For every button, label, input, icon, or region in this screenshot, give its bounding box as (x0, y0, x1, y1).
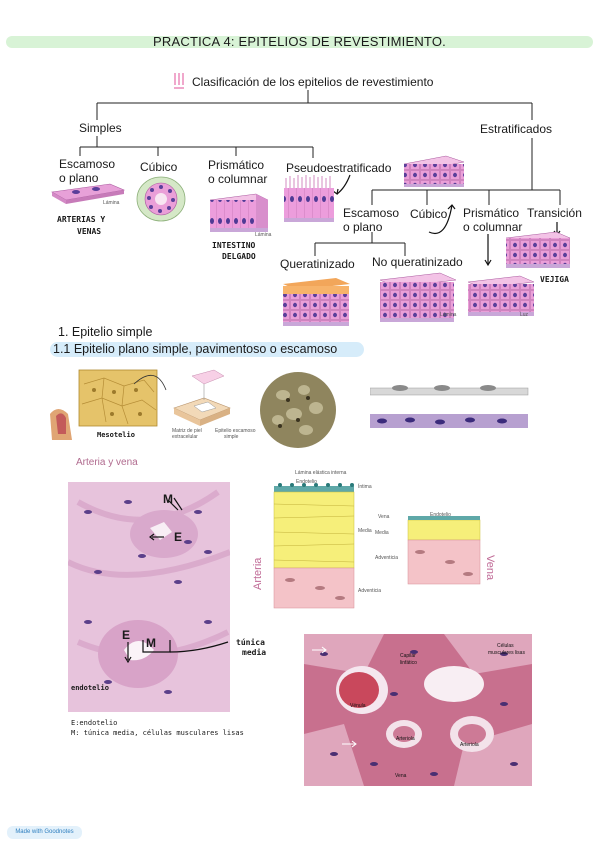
tree-prismatico-simple-l1: Prismático (208, 158, 265, 172)
diagram-vena-vertical: Vena (484, 555, 496, 581)
meso-label-2: extracelular (172, 434, 198, 440)
squamous-simple-drawing (51, 183, 126, 204)
stratified-top-drawing (403, 155, 465, 187)
mesotelio-figure (50, 369, 231, 440)
tree-transicion: Transición (527, 206, 582, 220)
arteria-vena-header: Arteria y vena (76, 457, 138, 468)
page-title: PRACTICA 4: EPITELIOS DE REVESTIMIENTO. (153, 34, 446, 49)
section-1-1-heading: 1.1 Epitelio plano simple, pavimentoso o… (53, 342, 338, 356)
micro-capilar-l2: linfático (400, 660, 417, 666)
label-e-2: E (122, 628, 131, 642)
tree-escamoso-simple-l1: Escamoso (59, 157, 116, 171)
classification-tree-lines (79, 73, 561, 267)
transitional-drawing (505, 231, 571, 268)
lamina-label-2: Lámina (255, 232, 272, 238)
tree-escamoso-estrat-l1: Escamoso (343, 206, 400, 220)
section-1-1-highlight (50, 342, 364, 357)
legend-e: E:endotelio (71, 719, 118, 727)
diagram-endotelio-2: Endotelio (430, 512, 451, 518)
mesotelio-micrograph (260, 372, 336, 448)
tree-estratificados-label: Estratificados (480, 122, 553, 136)
nonkeratinized-drawing (379, 272, 457, 322)
vessels-micrograph (304, 634, 532, 786)
tree-no-queratinizado: No queratinizado (372, 255, 463, 269)
lamina-label-3: Lámina (440, 312, 457, 318)
micro-celulas-l2: musculares lisas (488, 650, 525, 656)
meso-label-3: Epitelio escamoso (215, 428, 256, 434)
note-intestino-l2: DELGADO (222, 252, 256, 261)
diagram-endotelio-1: Endotelio (296, 479, 317, 485)
tree-escamoso-simple-l2: o plano (59, 171, 99, 185)
diagram-media-2: Media (375, 530, 389, 536)
section-1-heading: 1. Epitelio simple (58, 325, 153, 339)
tree-prismatico-estrat-l2: o columnar (463, 220, 523, 234)
diagram-vena-label: Vena (378, 514, 390, 520)
label-m-1: M (163, 492, 173, 506)
note-tunica-l1: túnica (236, 638, 265, 647)
note-mesotelio: Mesotelio (97, 431, 135, 439)
micro-arteriola-1: Arteriola (396, 736, 415, 742)
tree-pseudoestratificado: Pseudoestratificado (286, 161, 392, 175)
note-intestino-l1: INTESTINO (212, 241, 256, 250)
tree-root-label: Clasificación de los epitelios de revest… (192, 75, 434, 89)
arteria-vena-micrograph (68, 482, 230, 712)
micro-capilar-l1: Capilar (400, 653, 416, 659)
tree-prismatico-estrat-l1: Prismático (463, 206, 520, 220)
lamina-label-1: Lámina (103, 200, 120, 206)
diagram-lamina-elastica: Lámina elástica interna (295, 470, 347, 476)
diagram-adventicia-1: Adventicia (358, 588, 382, 594)
note-arterias-l1: ARTERIAS Y (57, 215, 106, 224)
meso-label-1: Matriz de piel (172, 428, 202, 434)
tree-simples-label: Simples (79, 121, 122, 135)
diagram-media-1: Media (358, 528, 372, 534)
columnar-simple-drawing (209, 193, 269, 232)
legend-m: M: túnica media, células musculares lisa… (71, 729, 244, 737)
diagram-arteria-vertical: Arteria (252, 557, 264, 590)
stratified-columnar-drawing (467, 275, 535, 316)
micro-celulas-l1: Células (497, 643, 514, 649)
epithelium-illustrations (51, 155, 571, 326)
micro-vena: Vena (395, 773, 407, 779)
endothelium-section (370, 385, 529, 428)
pseudostratified-drawing (284, 175, 334, 222)
micro-arteriola-2: Arteriola (460, 742, 479, 748)
tree-escamoso-estrat-l2: o plano (343, 220, 383, 234)
note-tunica-l2: media (242, 648, 267, 657)
keratinized-drawing (283, 278, 350, 326)
note-vejiga: VEJIGA (540, 275, 569, 284)
tree-cubico-estrat: Cúbico (410, 207, 448, 221)
lumen-label: Luz (520, 312, 529, 318)
tree-queratinizado: Queratinizado (280, 257, 355, 271)
arteria-vena-diagram (273, 483, 481, 609)
note-arterias-l2: VENAS (77, 227, 102, 236)
meso-label-4: simple (224, 434, 239, 440)
tree-cubico-simple: Cúbico (140, 160, 178, 174)
title-highlight (6, 36, 593, 48)
label-e-1: E (174, 530, 183, 544)
cuboidal-tube-drawing (136, 176, 186, 222)
micro-venula: Vénula (350, 703, 366, 709)
tree-prismatico-simple-l2: o columnar (208, 172, 268, 186)
diagram-intima: Íntima (358, 484, 372, 490)
diagram-adventicia-2: Adventicia (375, 555, 399, 561)
goodnotes-badge[interactable]: Made with Goodnotes (7, 826, 82, 839)
label-m-2: M (146, 636, 156, 650)
note-endotelio: endotelio (71, 684, 109, 692)
